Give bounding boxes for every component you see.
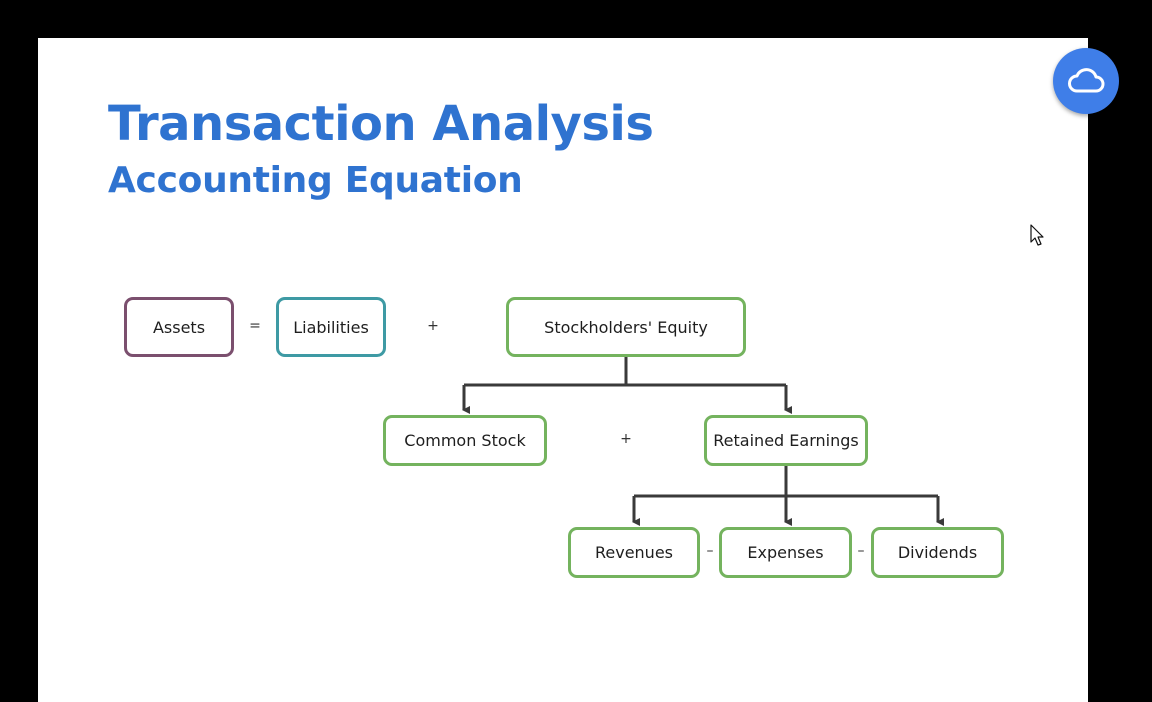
dividends-box: Dividends (871, 527, 1004, 578)
stockholders-equity-box: Stockholders' Equity (506, 297, 746, 357)
assets-box: Assets (124, 297, 234, 357)
common-stock-box: Common Stock (383, 415, 547, 466)
plus-sign-equity: + (427, 318, 439, 334)
minus-sign-dividends: – (857, 543, 865, 559)
expenses-box: Expenses (719, 527, 852, 578)
equals-sign: = (249, 318, 261, 334)
slide-title: Transaction Analysis (108, 96, 654, 152)
mouse-pointer-icon (1030, 224, 1044, 246)
cloud-button[interactable] (1053, 48, 1119, 114)
revenues-box: Revenues (568, 527, 700, 578)
liabilities-box: Liabilities (276, 297, 386, 357)
slide-canvas (38, 38, 1088, 702)
plus-sign-retained: + (620, 431, 632, 447)
slide-subtitle: Accounting Equation (108, 160, 523, 201)
minus-sign-expenses: – (706, 543, 714, 559)
retained-earnings-box: Retained Earnings (704, 415, 868, 466)
cloud-icon (1068, 68, 1105, 93)
